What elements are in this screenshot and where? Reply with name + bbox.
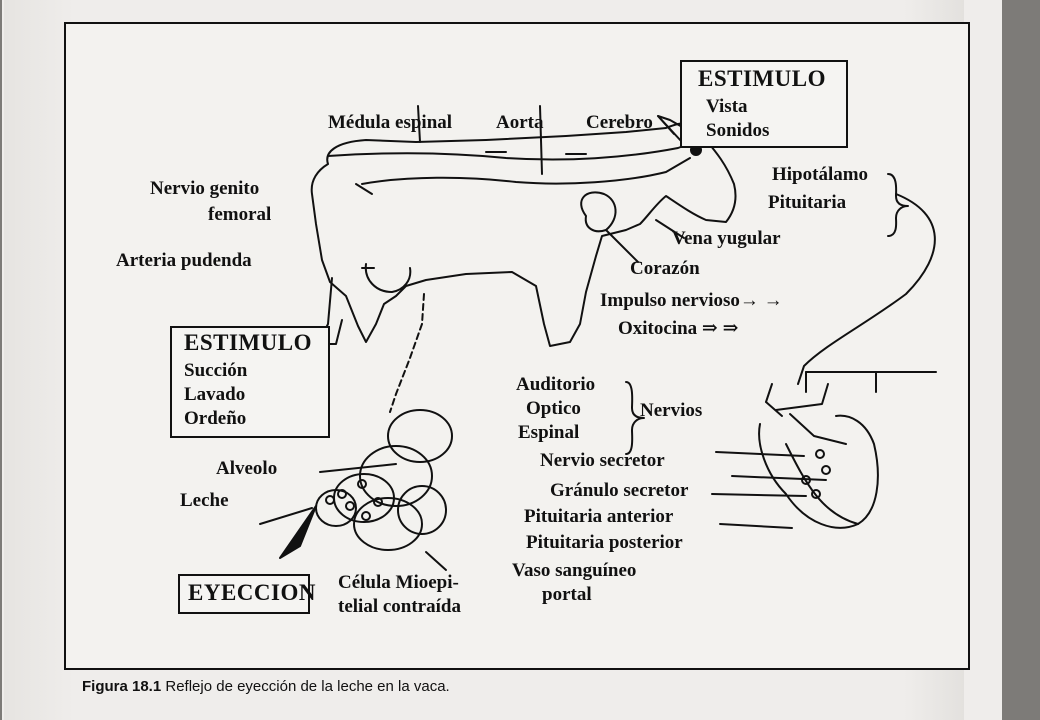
- label-pit-anterior: Pituitaria anterior: [524, 506, 674, 527]
- label-aorta: Aorta: [496, 112, 544, 133]
- pointer-aorta: [539, 105, 543, 175]
- aorta-line: [361, 157, 691, 185]
- label-vaso-2: portal: [542, 584, 592, 605]
- label-corazon: Corazón: [630, 258, 700, 279]
- ejection-arrow: [279, 505, 317, 559]
- brace-nervios: [625, 381, 645, 455]
- label-impulso: Impulso nervioso→ →: [600, 290, 783, 311]
- pointer-medula: [417, 105, 421, 143]
- label-succion: Succión: [184, 360, 248, 381]
- label-celula-1: Célula Mioepi-: [338, 572, 459, 593]
- label-cerebro: Cerebro: [586, 112, 653, 133]
- alveolus-cluster: [315, 409, 453, 551]
- label-pit-posterior: Pituitaria posterior: [526, 532, 683, 553]
- hypothalamus-curve: [797, 193, 936, 385]
- label-hipotalamo: Hipotálamo: [772, 164, 869, 185]
- label-celula-2: telial contraída: [338, 596, 461, 617]
- label-vaso-1: Vaso sanguíneo: [512, 560, 637, 581]
- brace-estimulo: [887, 173, 909, 237]
- pointer-alveolo: [319, 463, 397, 473]
- label-estimulo-top: ESTIMULO: [698, 66, 826, 91]
- pointer-nervio: [355, 183, 373, 195]
- pointer-granulo: [731, 475, 827, 481]
- label-alveolo: Alveolo: [216, 458, 278, 479]
- label-medula: Médula espinal: [328, 112, 453, 133]
- label-oxitocina: Oxitocina ⇒ ⇒: [618, 318, 739, 339]
- ejection-box: [178, 574, 310, 614]
- figure-caption: Figura 18.1 Reflejo de eyección de la le…: [82, 678, 450, 695]
- pointer-nervios-2: [765, 383, 773, 403]
- caption-prefix: Figura 18.1: [82, 678, 162, 695]
- label-estimulo-bottom: ESTIMULO: [184, 330, 312, 355]
- pointer-celula: [425, 551, 447, 571]
- spinal-cord-line: [327, 141, 695, 161]
- label-pituitaria: Pituitaria: [768, 192, 847, 213]
- pointer-pit-ant: [711, 493, 807, 497]
- pointer-corazon: [605, 229, 639, 263]
- label-arteria-pudenda: Arteria pudenda: [116, 250, 252, 271]
- label-vena-yugular: Vena yugular: [672, 228, 781, 249]
- pointer-cerebro: [657, 115, 683, 143]
- label-nervio-secretor: Nervio secretor: [540, 450, 665, 471]
- pointer-nervios-1: [765, 401, 783, 417]
- stimulus-box-top: [680, 60, 848, 148]
- scanned-page: ESTIMULO Vista Sonidos Médula espinal Ao…: [2, 0, 1002, 720]
- label-lavado: Lavado: [184, 384, 246, 405]
- caption-text: Reflejo de eyección de la leche en la va…: [165, 678, 450, 695]
- label-sonidos: Sonidos: [706, 120, 770, 141]
- pointer-pit-post: [719, 523, 793, 529]
- label-auditorio: Auditorio: [516, 374, 596, 395]
- label-espinal: Espinal: [518, 422, 580, 443]
- label-leche: Leche: [180, 490, 229, 511]
- label-optico: Optico: [526, 398, 581, 419]
- label-nervio-genito: Nervio genito: [150, 178, 260, 199]
- pointer-nervio-secretor: [715, 451, 805, 457]
- pituitary-gland: [758, 383, 879, 529]
- pointer-leche: [259, 507, 313, 525]
- label-ordeno: Ordeño: [184, 408, 247, 429]
- label-femoral: femoral: [208, 204, 272, 225]
- page-edge-left: [4, 0, 74, 720]
- label-vista: Vista: [706, 96, 748, 117]
- nerve-to-alveolo: [389, 293, 425, 413]
- figure-frame: ESTIMULO Vista Sonidos Médula espinal Ao…: [64, 22, 970, 670]
- stimulus-box-bottom: [170, 326, 330, 438]
- heart-shape: [580, 191, 617, 233]
- cow-udder: [364, 263, 412, 293]
- label-eyeccion: EYECCION: [188, 580, 316, 605]
- pointer-vena: [655, 219, 685, 239]
- label-nervios: Nervios: [640, 400, 703, 421]
- label-granulo: Gránulo secretor: [550, 480, 689, 501]
